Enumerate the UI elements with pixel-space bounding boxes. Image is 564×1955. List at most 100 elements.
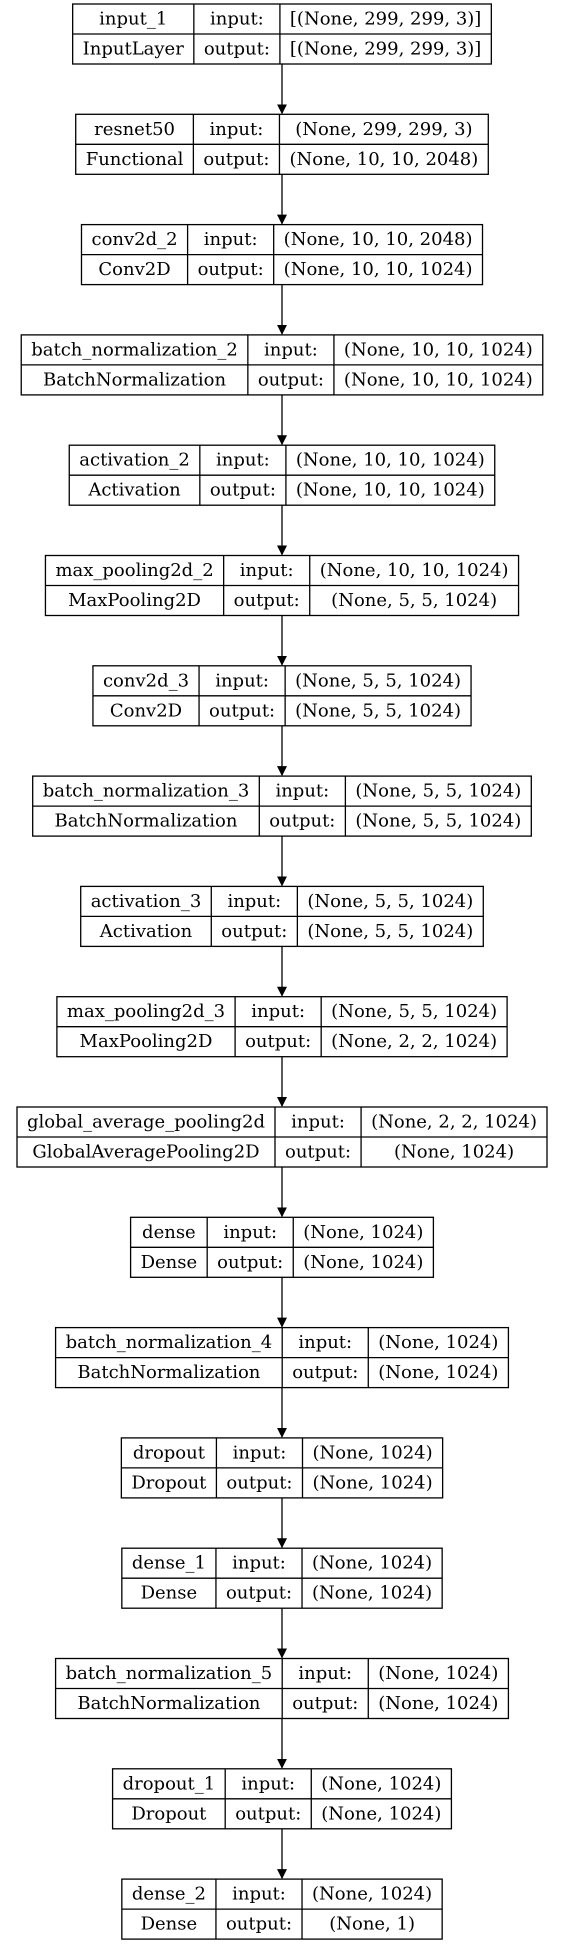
output-shape: (None, 1) (329, 1914, 415, 1935)
layer-type: MaxPooling2D (80, 1031, 213, 1052)
layer-type: GlobalAveragePooling2D (32, 1142, 259, 1163)
output-label: output: (210, 480, 276, 501)
input-label: input: (232, 1553, 286, 1574)
layer-name: activation_2 (79, 450, 190, 471)
input-label: input: (291, 1112, 345, 1133)
output-label: output: (245, 1031, 311, 1052)
layer-type: Conv2D (110, 700, 182, 721)
layer-name: conv2d_3 (103, 670, 189, 691)
layer-name: batch_normalization_5 (66, 1663, 273, 1684)
layer-type: Activation (87, 480, 181, 501)
output-label: output: (258, 369, 324, 390)
layer-name: max_pooling2d_3 (67, 1001, 225, 1022)
output-shape: (None, 1024) (378, 1362, 498, 1383)
output-label: output: (221, 921, 287, 942)
output-shape: (None, 5, 5, 1024) (331, 590, 497, 611)
output-label: output: (234, 590, 300, 611)
layer-node-batch_normalization_2: batch_normalization_2BatchNormalizationi… (20, 334, 544, 396)
output-label: output: (285, 1142, 351, 1163)
input-shape: (None, 1024) (312, 1553, 432, 1574)
output-label: output: (226, 1472, 292, 1493)
layer-node-global_average_pooling2d: global_average_pooling2dGlobalAveragePoo… (16, 1106, 548, 1168)
input-shape: (None, 1024) (378, 1332, 498, 1353)
input-shape: (None, 299, 299, 3) (295, 119, 472, 140)
input-label: input: (241, 1773, 295, 1794)
input-shape: (None, 5, 5, 1024) (331, 1001, 497, 1022)
layer-type: MaxPooling2D (68, 590, 201, 611)
layer-type: Dense (141, 1914, 198, 1935)
layer-type: Functional (86, 149, 184, 170)
output-label: output: (292, 1362, 358, 1383)
output-label: output: (209, 700, 275, 721)
input-shape: (None, 5, 5, 1024) (295, 670, 461, 691)
output-shape: (None, 10, 10, 1024) (296, 480, 485, 501)
output-shape: (None, 2, 2, 1024) (331, 1031, 497, 1052)
layer-type: Dropout (131, 1803, 207, 1824)
input-label: input: (210, 9, 264, 30)
layer-name: dropout_1 (123, 1773, 216, 1794)
output-shape: (None, 10, 10, 1024) (344, 369, 533, 390)
output-shape: (None, 1024) (303, 1252, 423, 1273)
layer-type: InputLayer (83, 39, 185, 60)
output-shape: (None, 1024) (394, 1142, 514, 1163)
layer-name: max_pooling2d_2 (55, 560, 213, 581)
output-shape: (None, 1024) (321, 1803, 441, 1824)
output-shape: (None, 5, 5, 1024) (295, 700, 461, 721)
layer-name: activation_3 (91, 891, 202, 912)
output-label: output: (235, 1803, 301, 1824)
input-shape: [(None, 299, 299, 3)] (290, 9, 481, 30)
layer-type: Activation (99, 921, 193, 942)
input-shape: (None, 1024) (321, 1773, 441, 1794)
output-shape: (None, 5, 5, 1024) (307, 921, 473, 942)
layer-name: dense_1 (132, 1553, 206, 1574)
input-shape: (None, 10, 10, 2048) (284, 229, 473, 250)
input-label: input: (275, 781, 329, 802)
output-shape: (None, 1024) (312, 1583, 432, 1604)
output-label: output: (204, 39, 270, 60)
output-shape: (None, 1024) (313, 1472, 433, 1493)
input-label: input: (251, 1001, 305, 1022)
output-label: output: (198, 259, 264, 280)
layer-node-max_pooling2d_2: max_pooling2d_2MaxPooling2Dinput:output:… (44, 554, 520, 617)
layer-type: Dropout (131, 1472, 207, 1493)
input-label: input: (232, 1884, 286, 1905)
layer-name: batch_normalization_4 (66, 1332, 273, 1353)
input-shape: (None, 1024) (378, 1663, 498, 1684)
input-shape: (None, 10, 10, 1024) (296, 450, 485, 471)
input-label: input: (227, 891, 281, 912)
input-label: input: (204, 229, 258, 250)
layer-type: Dense (141, 1583, 198, 1604)
input-shape: (None, 1024) (303, 1222, 423, 1243)
output-label: output: (203, 149, 269, 170)
output-shape: (None, 10, 10, 1024) (284, 259, 473, 280)
input-label: input: (298, 1663, 352, 1684)
layer-name: batch_normalization_2 (31, 339, 238, 360)
layer-type: BatchNormalization (77, 1362, 260, 1383)
input-shape: (None, 1024) (313, 1442, 433, 1463)
input-shape: (None, 5, 5, 1024) (355, 781, 521, 802)
layer-type: Dense (141, 1252, 198, 1273)
input-label: input: (298, 1332, 352, 1353)
input-label: input: (216, 450, 270, 471)
layer-type: BatchNormalization (54, 811, 237, 832)
output-shape: (None, 5, 5, 1024) (355, 811, 521, 832)
input-shape: (None, 5, 5, 1024) (307, 891, 473, 912)
output-label: output: (269, 811, 335, 832)
input-shape: (None, 2, 2, 1024) (371, 1112, 537, 1133)
layer-type: BatchNormalization (77, 1693, 260, 1714)
layer-name: batch_normalization_3 (43, 781, 250, 802)
input-label: input: (264, 339, 318, 360)
input-label: input: (233, 1442, 287, 1463)
layer-name: dense_2 (132, 1884, 206, 1905)
layer-name: conv2d_2 (91, 229, 177, 250)
layer-name: resnet50 (94, 119, 175, 140)
input-shape: (None, 10, 10, 1024) (320, 560, 509, 581)
input-label: input: (223, 1222, 277, 1243)
layer-name: input_1 (99, 9, 167, 30)
